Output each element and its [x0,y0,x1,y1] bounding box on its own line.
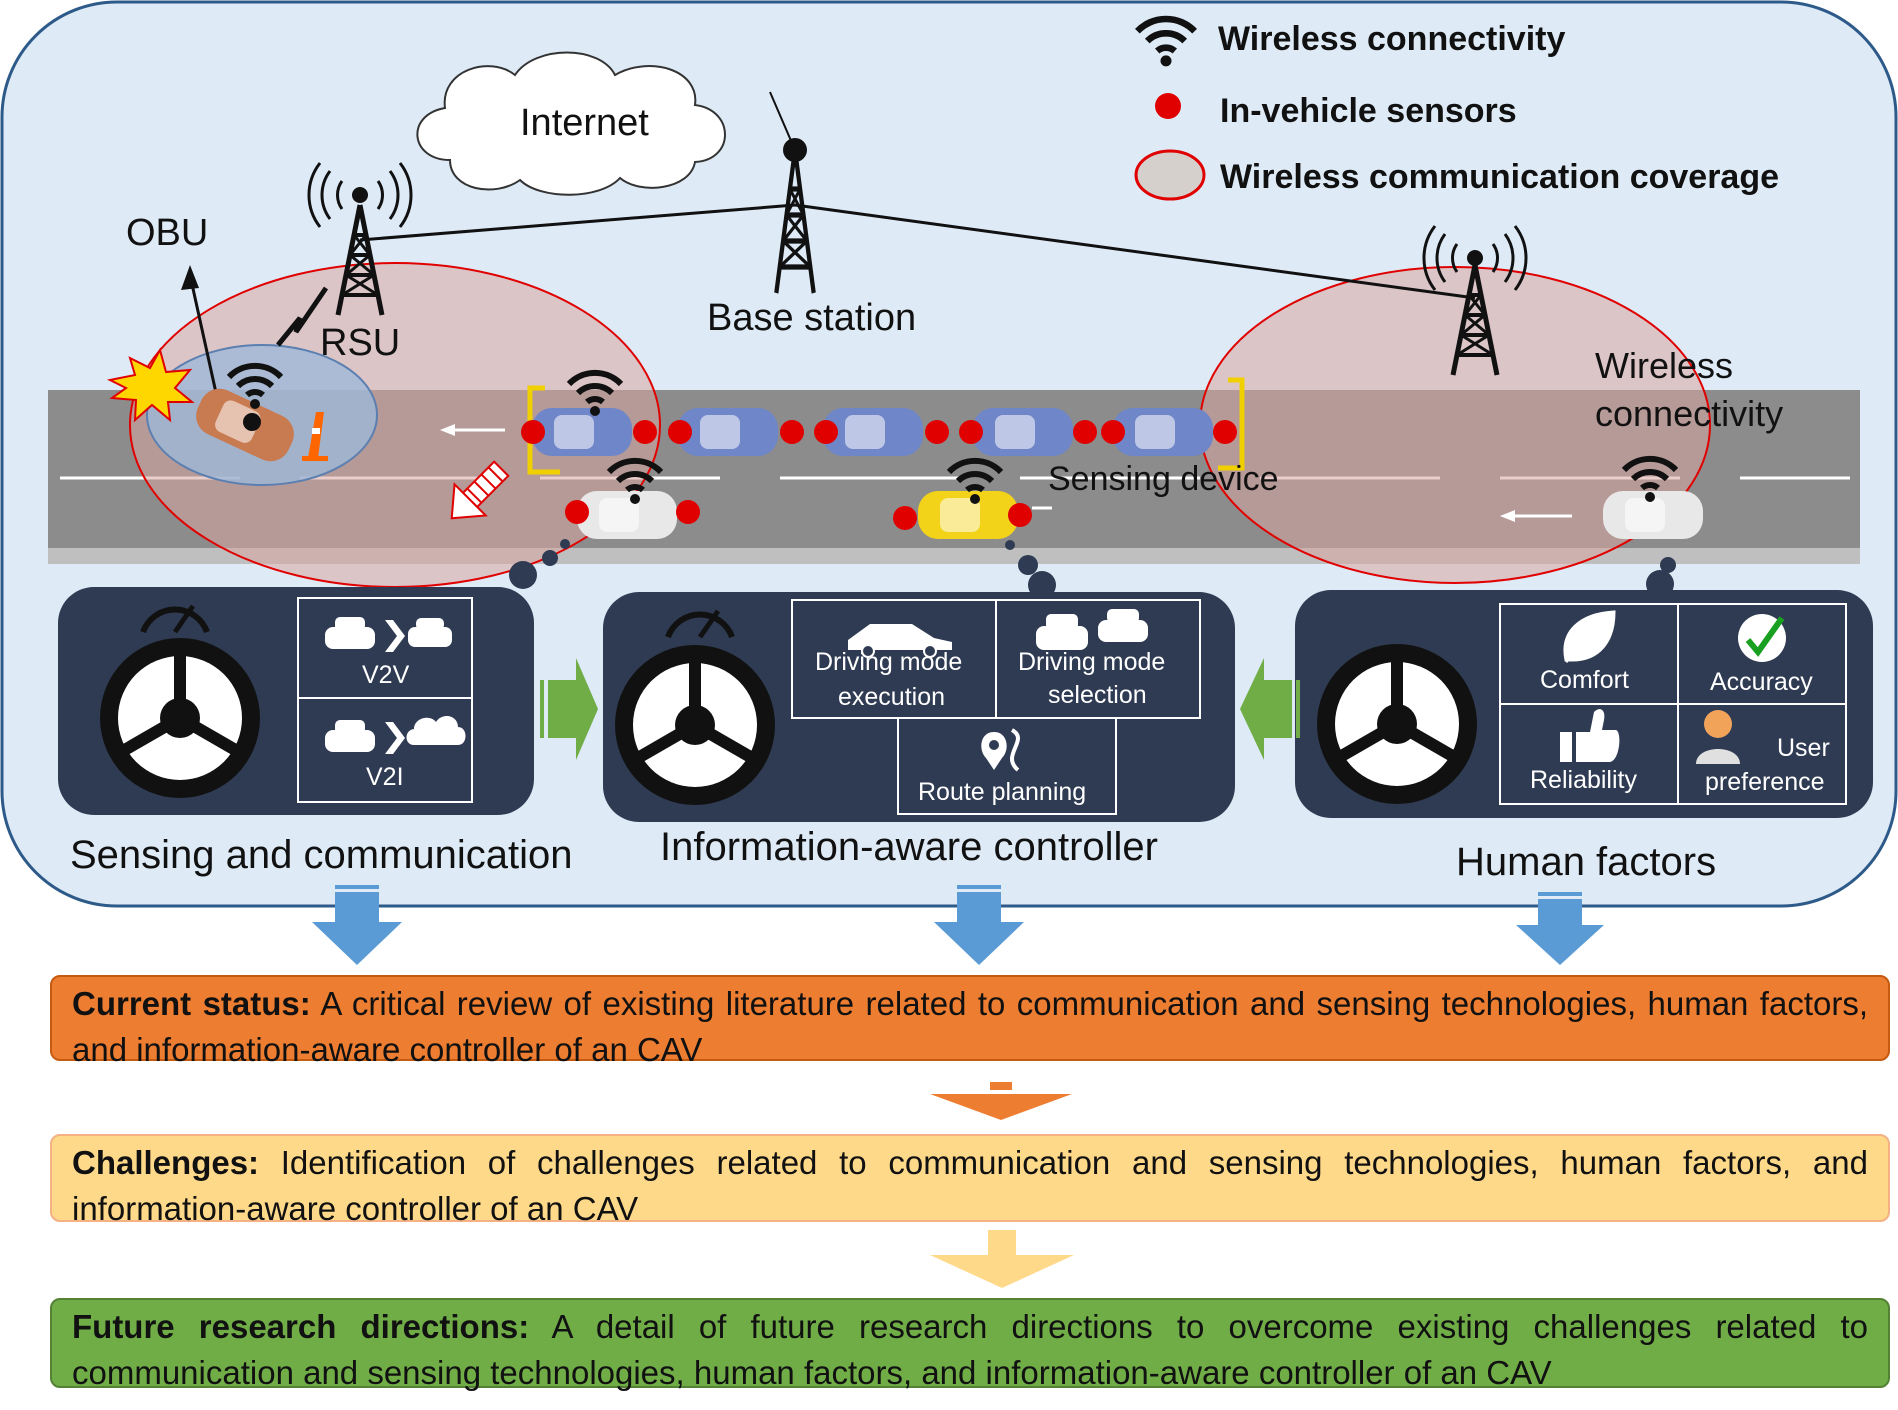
orange-arrow-down [930,1082,1072,1120]
legend-sensor-dot [1155,93,1181,119]
sedan-icon [848,624,952,658]
legend-in-vehicle-sensors: In-vehicle sensors [1220,92,1517,130]
yellow-car-icon [918,491,1018,539]
thumbs-up-icon [1560,709,1620,762]
obu-device-dot [243,413,261,431]
obu-pointer-head [181,265,199,290]
selection-label-line2: selection [1048,681,1147,709]
comfort-label: Comfort [1540,666,1629,694]
current-status-box: Current status: A critical review of exi… [50,975,1890,1068]
thought-bubble-left [509,539,570,589]
legend-coverage: Wireless communication coverage [1220,158,1779,196]
challenges-text: Identification of challenges related to … [72,1144,1868,1227]
chevron-icon [385,620,405,652]
rsu-antenna-icon-right [1422,225,1528,291]
selection-label-line1: Driving mode [1018,648,1165,676]
challenges-lead: Challenges: [72,1144,260,1181]
yellow-arrow-down [930,1230,1074,1288]
traffic-cone-icon [302,412,328,461]
lane-change-arrow-icon [450,460,510,520]
route-label: Route planning [918,778,1086,806]
wireless-connectivity-label-line1: Wireless [1595,345,1733,386]
steering-wheel-icon [1317,644,1477,804]
rsu-label: RSU [320,322,400,364]
green-arrow-left [1240,658,1300,760]
current-status-text: A critical review of existing literature… [72,985,1868,1068]
car-icon [325,720,375,752]
challenges-box: Challenges: Identification of challenges… [50,1134,1890,1227]
leaf-icon [1563,610,1616,663]
signal-zigzag-icon [276,286,329,347]
current-status-lead: Current status: [72,985,311,1022]
wireless-connectivity-label-line2: connectivity [1595,393,1783,434]
legend-wireless-connectivity: Wireless connectivity [1218,20,1565,58]
blue-arrow-down-left [312,885,402,965]
accuracy-label: Accuracy [1710,668,1813,696]
future-directions-lead: Future research directions: [72,1308,530,1345]
crash-burst-icon [106,347,195,423]
route-tile [897,717,1117,815]
platoon-car-1-icon [532,408,632,456]
in-vehicle-sensor-dots [521,420,1237,530]
car-icon [325,617,452,649]
execution-label-line2: execution [838,683,945,711]
platoon-car-4-icon [973,408,1073,456]
v2i-label: V2I [366,763,404,791]
platoon-car-5-icon [1113,408,1213,456]
car-icon [1036,609,1148,650]
legend-coverage-ellipse [1134,149,1206,201]
obu-label: OBU [126,212,208,254]
future-directions-text: A detail of future research directions t… [72,1308,1868,1391]
controller-panel-title: Information-aware controller [660,825,1158,869]
sensing-device-label: Sensing device [1048,460,1279,498]
blue-arrow-down-middle [934,885,1024,965]
green-arrow-right [540,658,598,760]
reliability-label: Reliability [1530,766,1637,794]
checkmark-icon [1745,616,1785,657]
direction-arrow-left [440,424,505,436]
preference-label-line2: preference [1705,768,1825,796]
sensing-bracket-right [1218,377,1245,471]
chevron-icon [385,722,405,754]
preference-tile [1677,703,1847,805]
sensing-panel-title: Sensing and communication [70,833,573,877]
internet-label: Internet [520,102,649,144]
user-icon [1696,710,1740,764]
steering-wheel-icon [100,638,260,798]
cloud-icon [406,715,466,745]
blue-arrow-down-right [1516,892,1604,965]
execution-label-line1: Driving mode [815,648,962,676]
map-pin-icon [981,728,1020,772]
steering-wheel-icon [615,645,775,805]
base-station-label: Base station [707,297,916,339]
cloud-icon [416,51,726,196]
base-station-top [783,138,807,162]
preference-label-line1: User [1777,734,1830,762]
platoon-car-2-icon [678,408,778,456]
direction-arrow-right-lane [1500,510,1572,522]
white-car-icon [577,491,677,539]
base-rsu-link [359,203,796,242]
human-factors-panel-title: Human factors [1456,840,1716,884]
base-rsu-right-link [794,203,1476,300]
future-directions-box: Future research directions: A detail of … [50,1298,1890,1391]
rsu-antenna-icon-left [307,162,413,228]
v2v-label: V2V [362,661,410,689]
v2i-tile [297,697,473,803]
